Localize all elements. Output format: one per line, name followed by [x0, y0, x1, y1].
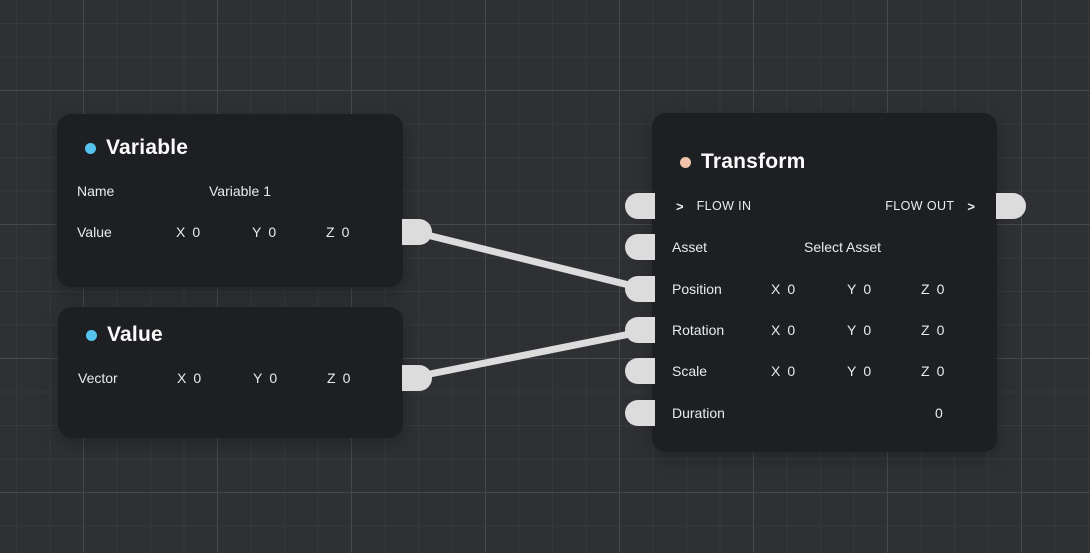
z-value-field[interactable]: Z 0	[921, 315, 944, 345]
axis-value[interactable]: 0	[193, 370, 202, 386]
axis-value[interactable]: 0	[936, 363, 945, 379]
axis-value[interactable]: 0	[787, 363, 796, 379]
axis-label: X	[771, 322, 781, 338]
flow-in: > FLOW IN	[676, 199, 751, 214]
axis-label: Z	[921, 363, 930, 379]
flow-out-output-port[interactable]	[996, 193, 1026, 219]
axis-label: Z	[327, 370, 336, 386]
x-value-field[interactable]: X 0	[771, 274, 795, 304]
flow-out-label: FLOW OUT	[885, 199, 955, 213]
axis-label: X	[771, 363, 781, 379]
axis-value[interactable]: 0	[341, 224, 350, 240]
axis-value[interactable]: 0	[268, 224, 277, 240]
node-title: Transform	[701, 150, 806, 173]
position-input-port[interactable]	[625, 276, 655, 302]
field-label: Position	[672, 281, 722, 297]
z-value-field[interactable]: Z 0	[327, 363, 350, 393]
node-title: Value	[107, 323, 163, 346]
axis-label: X	[177, 370, 187, 386]
axis-value[interactable]: 0	[863, 363, 872, 379]
y-value-field[interactable]: Y 0	[253, 363, 277, 393]
axis-label: Y	[847, 281, 857, 297]
node-type-dot-icon	[86, 329, 97, 341]
field-label: Name	[77, 183, 115, 199]
axis-value[interactable]: 0	[192, 224, 201, 240]
axis-value[interactable]: 0	[936, 281, 945, 297]
field-row-position: Position X 0 Y 0 Z 0	[652, 274, 997, 304]
field-row-asset: Asset Select Asset	[652, 232, 997, 262]
z-value-field[interactable]: Z 0	[326, 217, 349, 247]
flow-in-label: FLOW IN	[696, 199, 752, 213]
field-row-name: Name Variable 1	[57, 176, 403, 206]
node-title: Variable	[106, 136, 189, 159]
field-row-scale: Scale X 0 Y 0 Z 0	[652, 356, 997, 386]
z-value-field[interactable]: Z 0	[921, 356, 944, 386]
flow-in-input-port[interactable]	[625, 193, 655, 219]
scale-input-port[interactable]	[625, 358, 655, 384]
field-row-vector: Vector X 0 Y 0 Z 0	[58, 363, 403, 393]
field-label: Rotation	[672, 322, 725, 338]
axis-value[interactable]: 0	[787, 322, 796, 338]
x-value-field[interactable]: X 0	[771, 356, 795, 386]
z-value-field[interactable]: Z 0	[921, 274, 944, 304]
node-variable[interactable]: Variable Name Variable 1 Value X 0 Y 0 Z…	[57, 114, 432, 287]
axis-value[interactable]: 0	[342, 370, 351, 386]
chevron-right-icon: >	[676, 198, 684, 214]
asset-input-port[interactable]	[625, 234, 655, 260]
node-value[interactable]: Value Vector X 0 Y 0 Z 0	[58, 307, 432, 438]
field-row-rotation: Rotation X 0 Y 0 Z 0	[652, 315, 997, 345]
node-type-dot-icon	[680, 156, 691, 168]
flow-out: FLOW OUT >	[885, 199, 975, 214]
flow-row: > FLOW IN FLOW OUT >	[652, 191, 997, 221]
node-transform-header: Transform	[680, 150, 806, 174]
wire-value-vector-to-transform-rotation[interactable]	[414, 327, 646, 381]
y-value-field[interactable]: Y 0	[252, 217, 276, 247]
axis-label: Z	[921, 281, 930, 297]
duration-value-field[interactable]: 0	[935, 405, 943, 421]
axis-value[interactable]: 0	[787, 281, 796, 297]
axis-label: Y	[252, 224, 262, 240]
node-variable-header: Variable	[85, 136, 188, 160]
rotation-input-port[interactable]	[625, 317, 655, 343]
y-value-field[interactable]: Y 0	[847, 356, 871, 386]
y-value-field[interactable]: Y 0	[847, 315, 871, 345]
wire-variable-value-to-transform-position[interactable]	[414, 228, 646, 293]
axis-label: Y	[253, 370, 263, 386]
axis-label: Y	[847, 363, 857, 379]
axis-value[interactable]: 0	[863, 281, 872, 297]
field-label: Vector	[78, 370, 118, 386]
axis-label: Y	[847, 322, 857, 338]
x-value-field[interactable]: X 0	[177, 363, 201, 393]
field-label: Duration	[672, 405, 725, 421]
axis-value[interactable]: 0	[863, 322, 872, 338]
node-value-header: Value	[86, 323, 163, 347]
field-row-value: Value X 0 Y 0 Z 0	[57, 217, 403, 247]
x-value-field[interactable]: X 0	[771, 315, 795, 345]
field-row-duration: Duration 0	[652, 398, 997, 428]
axis-value[interactable]: 0	[269, 370, 278, 386]
node-transform[interactable]: Transform > FLOW IN FLOW OUT > Asset Sel…	[625, 113, 1026, 452]
value-vector-output-port[interactable]	[402, 365, 432, 391]
axis-label: X	[176, 224, 186, 240]
field-label: Asset	[672, 239, 708, 255]
name-value-field[interactable]: Variable 1	[209, 183, 272, 199]
field-label: Scale	[672, 363, 708, 379]
axis-label: Z	[326, 224, 335, 240]
x-value-field[interactable]: X 0	[176, 217, 200, 247]
axis-label: Z	[921, 322, 930, 338]
variable-value-output-port[interactable]	[402, 219, 432, 245]
node-type-dot-icon	[85, 142, 96, 154]
duration-input-port[interactable]	[625, 400, 655, 426]
y-value-field[interactable]: Y 0	[847, 274, 871, 304]
field-label: Value	[77, 224, 112, 240]
axis-label: X	[771, 281, 781, 297]
chevron-right-icon: >	[967, 198, 975, 214]
axis-value[interactable]: 0	[936, 322, 945, 338]
asset-select-field[interactable]: Select Asset	[804, 239, 882, 255]
